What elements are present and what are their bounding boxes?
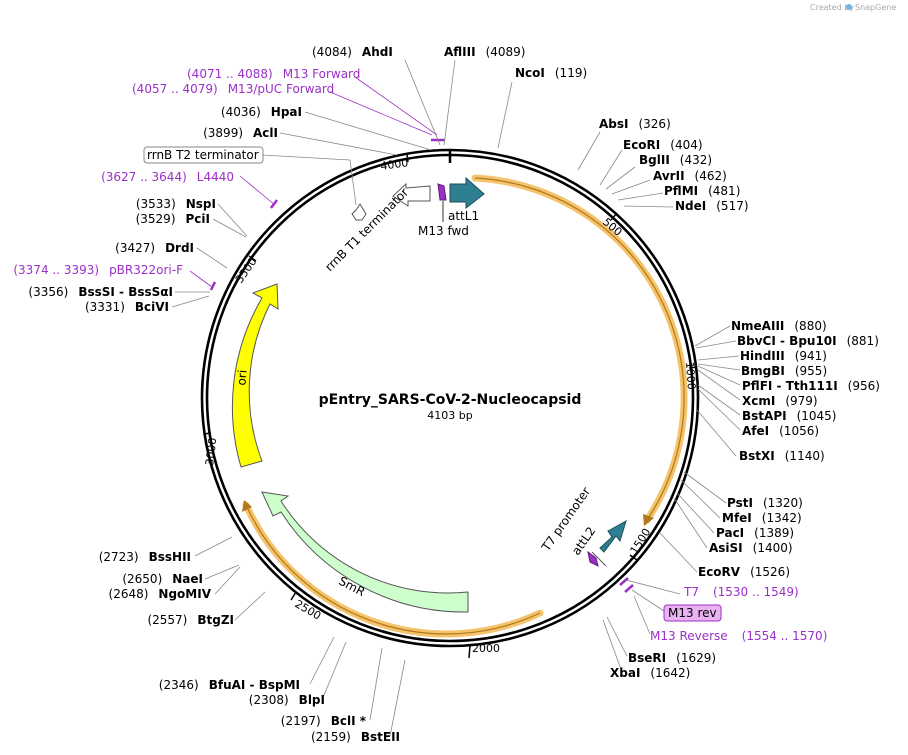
rrnb-t2-feature [351,203,367,221]
enzyme-hpai: (4036)HpaI [221,105,302,119]
primer-t7: T7(1530 .. 1549) [683,585,799,599]
attL2-feature [599,519,627,553]
enzyme-blpi: (2308)BlpI [249,693,325,707]
snapgene-brand: Created by SnapGene [810,3,896,12]
enzyme-acli: (3899)AclI [203,126,278,140]
primer-m13-puc-forward: (4057 .. 4079)M13/pUC Forward [132,82,334,96]
enzyme-naei: (2650)NaeI [122,572,203,586]
rrnb-t2-leader [261,154,351,161]
enzyme-mfei: MfeI(1342) [722,511,802,525]
enzyme-bglii: BglII(432) [639,153,712,167]
primer-m13-reverse: M13 Reverse(1554 .. 1570) [650,629,827,643]
tick-1500 [629,554,638,561]
brand-name: SnapGene [855,3,896,12]
primer-m13-forward: (4071 .. 4088)M13 Forward [187,67,360,81]
enzyme-bstapi: BstAPI(1045) [742,409,836,423]
enzyme-bsssi: (3356)BssSI - BssSαI [28,285,173,299]
enzyme-bcivi: (3331)BciVI [85,300,169,314]
enzyme-btgzi: (2557)BtgZI [147,613,234,627]
enzyme-avrii: AvrII(462) [653,169,727,183]
left-leaders [171,59,456,737]
attL1-feature [449,176,485,210]
tick-label-4000: 4000 [380,156,410,173]
enzyme-bsshii: (2723)BssHII [99,550,191,564]
tick-500 [610,212,618,221]
t7-feature [587,550,599,567]
enzyme-pcii: (3529)PciI [136,212,210,226]
enzyme-psti: PstI(1320) [727,496,803,510]
enzyme-ncoi: NcoI(119) [515,66,587,80]
enzyme-nspi: (3533)NspI [136,197,216,211]
enzyme-xcmi: XcmI(979) [742,394,818,408]
enzyme-bstxi: BstXI(1140) [739,449,825,463]
m13-rev-label-box [663,604,722,622]
enzyme-asisi: AsiSI(1400) [709,541,793,555]
insert-arrow-head [643,514,654,526]
enzyme-bfuai: (2346)BfuAI - BspMI [159,678,300,692]
tick-2000 [468,644,471,659]
left-enzyme-labels: (4036)HpaI (3899)AclI (3533)NspI (3529)P… [28,105,400,744]
pbr322ori-mark [209,281,217,291]
m13fwd-feature [437,183,447,201]
enzyme-pflfi-tth111i: PflFI - Tth111I(956) [742,379,880,393]
plasmid-name: pEntry_SARS-CoV-2-Nucleocapsid [319,392,582,408]
enzyme-ecorv: EcoRV(1526) [698,565,790,579]
t7-promoter-feature [591,551,607,567]
attL1-label: attL1 [448,209,479,223]
enzyme-afliii: AflIII(4089) [444,45,525,59]
rrnb-t2-label-box [143,146,264,164]
enzyme-ecori: EcoRI(404) [623,138,703,152]
snapgene-logo-icon [846,4,852,10]
backbone-arrow-head [242,500,252,512]
tick-3500 [248,255,257,262]
tick-label-3000: 3000 [203,437,219,466]
smr-feature [261,491,469,613]
primer-l4440: (3627 .. 3644)L4440 [101,170,234,184]
enzyme-hindiii: HindIII(941) [740,349,827,363]
enzyme-ngomiv: (2648)NgoMIV [109,587,212,601]
tick-label-2000: 2000 [472,642,500,655]
enzyme-xbai: XbaI(1642) [610,666,690,680]
attL2-label: attL2 [569,524,598,558]
plasmid-length: 4103 bp [427,409,472,422]
enzyme-paci: PacI(1389) [716,526,794,540]
rrnb-t2-label: rrnB T2 terminator [147,148,259,162]
tick-3000 [203,432,212,435]
enzyme-bmgbi: BmgBI(955) [741,364,827,378]
ori-label: ori [234,369,249,386]
enzyme-nmeaiii: NmeAIII(880) [731,319,827,333]
brand-created-by: Created by [810,3,854,12]
enzyme-drdi: (3427)DrdI [115,241,194,255]
enzyme-pflmi: PflMI(481) [664,184,740,198]
tick-2500 [290,591,297,601]
tick-label-1500: 1500 [628,526,654,557]
tick-4000 [406,153,409,163]
insert-arc-line [474,177,685,521]
enzyme-bcli: (2197)BclI * [281,714,367,728]
backbone-arc-line [245,504,541,635]
ori-feature [231,283,279,468]
enzyme-bseri: BseRI(1629) [628,651,716,665]
primer-pbr322ori-f: (3374 .. 3393)pBR322ori-F [13,263,183,277]
enzyme-absi: AbsI(326) [599,117,671,131]
right-leaders [497,81,741,673]
m13-reverse-mark [624,584,634,593]
rrnb-t1-feature [392,182,431,207]
tick-label-1000: 1000 [683,361,698,390]
tick-1000 [688,366,698,369]
insert-highlight-arc [471,174,688,524]
rrnb-t1-label: rrnB T1 terminator [322,185,411,274]
enzyme-bbvci-bpu10i: BbvCI - Bpu10I(881) [737,334,879,348]
enzyme-ndei: NdeI(517) [675,199,749,213]
t7-primer-mark [619,577,629,586]
tick-marks: 500 1000 1500 2000 2500 3000 3500 4000 [203,150,698,659]
m13fwd-label: M13 fwd [418,224,469,238]
enzyme-bsteii: (2159)BstEII [311,730,400,744]
enzyme-afei: AfeI(1056) [742,424,819,438]
m13-rev-label: M13 rev [668,606,717,620]
right-enzyme-labels: NcoI(119) AbsI(326) EcoRI(404) BglII(432… [515,66,880,680]
enzyme-ahdi: (4084)AhdI [312,45,393,59]
